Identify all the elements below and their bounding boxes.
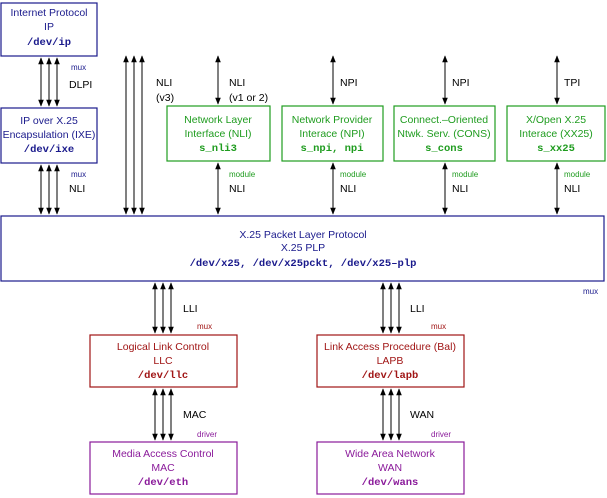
box-cons-line2: Ntwk. Serv. (CONS) bbox=[397, 128, 490, 140]
box-eth: Media Access Control MAC /dev/eth bbox=[89, 441, 238, 495]
box-lapb-dev: /dev/lapb bbox=[362, 370, 419, 382]
tag-mux-ixe: mux bbox=[71, 170, 86, 179]
box-ip-dev: /dev/ip bbox=[27, 37, 71, 49]
box-xx25-dev: s_xx25 bbox=[537, 143, 575, 155]
tag-module-nli: module bbox=[229, 170, 256, 179]
tag-mux-lapb: mux bbox=[431, 322, 446, 331]
tag-mux-plp: mux bbox=[583, 287, 598, 296]
box-llc: Logical Link Control LLC /dev/llc bbox=[89, 334, 238, 388]
box-nli-line1: Network Layer bbox=[184, 114, 252, 126]
label-nli-v3-b: (v3) bbox=[156, 92, 174, 104]
box-nli-dev: s_nli3 bbox=[199, 143, 237, 155]
label-mac: MAC bbox=[183, 409, 207, 421]
box-lapb-line1: Link Access Procedure (Bal) bbox=[324, 341, 456, 353]
box-ip-line1: Internet Protocol bbox=[10, 7, 87, 19]
box-npi-line1: Network Provider bbox=[292, 114, 373, 126]
label-nli-mod4: NLI bbox=[564, 183, 580, 195]
tag-module-xx25: module bbox=[564, 170, 591, 179]
box-ixe-dev: /dev/ixe bbox=[24, 144, 74, 156]
box-eth-line1: Media Access Control bbox=[112, 448, 214, 460]
box-cons-line1: Connect.–Oriented bbox=[400, 114, 488, 126]
tag-module-npi: module bbox=[340, 170, 367, 179]
label-nli-mod3: NLI bbox=[452, 183, 468, 195]
interface-labels: DLPI NLI NLI (v3) NLI (v1 or 2) NPI NPI … bbox=[69, 77, 580, 421]
tag-mux-ip: mux bbox=[71, 63, 86, 72]
box-cons-dev: s_cons bbox=[425, 143, 463, 155]
type-tags: mux mux module module module module mux … bbox=[71, 63, 598, 439]
box-ip-line2: IP bbox=[44, 21, 54, 33]
box-plp-line1: X.25 Packet Layer Protocol bbox=[239, 229, 366, 241]
label-nli-mod1: NLI bbox=[229, 183, 245, 195]
tag-driver-wans: driver bbox=[431, 430, 451, 439]
tag-mux-llc: mux bbox=[197, 322, 212, 331]
box-ip: Internet Protocol IP /dev/ip bbox=[0, 2, 98, 57]
box-eth-line2: MAC bbox=[151, 462, 175, 474]
box-lapb-line2: LAPB bbox=[377, 355, 404, 367]
label-npi-top: NPI bbox=[340, 77, 358, 89]
box-ixe: IP over X.25 Encapsulation (IXE) /dev/ix… bbox=[0, 107, 98, 164]
tag-module-cons: module bbox=[452, 170, 479, 179]
box-llc-line1: Logical Link Control bbox=[117, 341, 209, 353]
label-nli-v3-a: NLI bbox=[156, 77, 172, 89]
box-ixe-line2: Encapsulation (IXE) bbox=[3, 129, 96, 141]
box-plp-line2: X.25 PLP bbox=[281, 242, 325, 254]
box-plp: X.25 Packet Layer Protocol X.25 PLP /dev… bbox=[0, 215, 605, 282]
box-wans: Wide Area Network WAN /dev/wans bbox=[316, 441, 465, 495]
box-llc-dev: /dev/llc bbox=[138, 370, 188, 382]
box-nli-line2: Interface (NLI) bbox=[184, 128, 251, 140]
label-lli-right: LLI bbox=[410, 303, 425, 315]
box-xx25: X/Open X.25 Interace (XX25) s_xx25 bbox=[506, 105, 606, 162]
label-npi-cons: NPI bbox=[452, 77, 470, 89]
box-wans-line2: WAN bbox=[378, 462, 402, 474]
label-nli-mod2: NLI bbox=[340, 183, 356, 195]
tag-driver-eth: driver bbox=[197, 430, 217, 439]
box-ixe-line1: IP over X.25 bbox=[20, 115, 78, 127]
box-wans-line1: Wide Area Network bbox=[345, 448, 436, 460]
label-nli-ixe: NLI bbox=[69, 183, 85, 195]
label-nli-v12-b: (v1 or 2) bbox=[229, 92, 268, 104]
box-eth-dev: /dev/eth bbox=[138, 477, 188, 489]
box-plp-dev: /dev/x25, /dev/x25pckt, /dev/x25–plp bbox=[190, 258, 417, 270]
label-nli-v12-a: NLI bbox=[229, 77, 245, 89]
box-wans-dev: /dev/wans bbox=[362, 477, 419, 489]
label-wan: WAN bbox=[410, 409, 434, 421]
box-xx25-line2: Interace (XX25) bbox=[519, 128, 593, 140]
arrows bbox=[38, 55, 560, 441]
box-nli: Network Layer Interface (NLI) s_nli3 bbox=[166, 105, 271, 162]
box-xx25-line1: X/Open X.25 bbox=[526, 114, 586, 126]
label-lli-left: LLI bbox=[183, 303, 198, 315]
box-lapb: Link Access Procedure (Bal) LAPB /dev/la… bbox=[316, 334, 465, 388]
box-npi: Network Provider Interace (NPI) s_npi, n… bbox=[281, 105, 384, 162]
label-dlpi: DLPI bbox=[69, 79, 92, 91]
box-npi-dev: s_npi, npi bbox=[300, 143, 363, 155]
label-tpi: TPI bbox=[564, 77, 580, 89]
box-llc-line2: LLC bbox=[153, 355, 173, 367]
box-cons: Connect.–Oriented Ntwk. Serv. (CONS) s_c… bbox=[393, 105, 496, 162]
box-npi-line2: Interace (NPI) bbox=[299, 128, 364, 140]
